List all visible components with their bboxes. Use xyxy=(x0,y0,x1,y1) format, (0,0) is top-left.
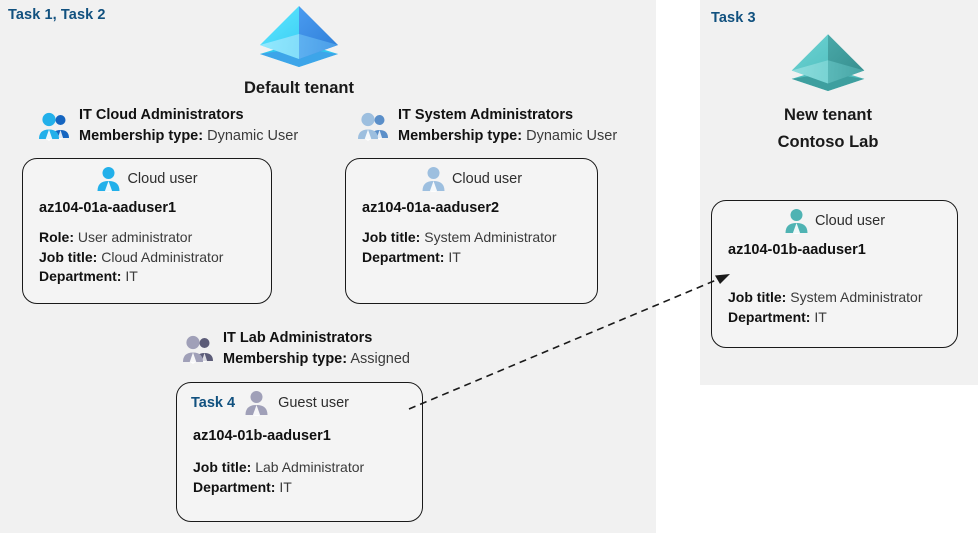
person-icon xyxy=(97,167,120,192)
new-tenant-name-line1: New tenant xyxy=(783,106,872,124)
attr-value: IT xyxy=(279,478,292,495)
group-name: IT Cloud Administrators xyxy=(79,107,244,123)
group-it-system-administrators: IT System Administrators Membership type… xyxy=(357,105,617,146)
user-card-az104-01b-aaduser1-guest: Task 4 Guest user az104-01b-aaduser1 Job… xyxy=(176,382,423,522)
card-attributes: Job title: Lab Administrator Department:… xyxy=(177,458,422,497)
group-membership-value: Assigned xyxy=(350,350,410,367)
group-membership-type: Membership type: Assigned xyxy=(223,349,410,370)
attr-label: Job title: xyxy=(193,459,252,475)
group-it-lab-administrators: IT Lab Administrators Membership type: A… xyxy=(182,328,410,369)
default-tenant-name: Default tenant xyxy=(243,79,354,97)
group-membership-label: Membership type: xyxy=(223,350,348,367)
group-membership-type: Membership type: Dynamic User xyxy=(79,126,298,147)
azure-tenant-icon xyxy=(260,6,338,67)
card-attr-job-title: Job title: Lab Administrator xyxy=(193,458,422,478)
new-tenant-name-line2: Contoso Lab xyxy=(777,133,879,151)
attr-label: Department: xyxy=(39,268,122,284)
attr-value: System Administrator xyxy=(790,289,923,305)
card-attr-department: Department: IT xyxy=(193,478,422,498)
group-users-icon xyxy=(39,112,69,141)
attr-label: Department: xyxy=(728,308,811,325)
group-membership-label: Membership type: xyxy=(79,127,204,144)
card-header: Task 4 Guest user xyxy=(177,390,422,416)
task-label-3: Task 3 xyxy=(711,10,756,26)
card-attr-role: Role: User administrator xyxy=(39,228,271,248)
card-attributes: Role: User administrator Job title: Clou… xyxy=(23,228,271,287)
attr-label: Department: xyxy=(362,248,445,265)
card-attributes: Job title: System Administrator Departme… xyxy=(346,228,597,267)
attr-value: IT xyxy=(448,248,461,265)
user-card-az104-01a-aaduser2: Cloud user az104-01a-aaduser2 Job title:… xyxy=(345,158,598,304)
group-name: IT System Administrators xyxy=(398,107,574,123)
card-header: Cloud user xyxy=(346,166,597,192)
card-attr-department: Department: IT xyxy=(728,308,957,328)
card-attr-job-title: Job title: System Administrator xyxy=(362,228,597,248)
new-tenant-block: New tenant Contoso Lab xyxy=(735,30,921,152)
group-membership-type: Membership type: Dynamic User xyxy=(398,126,617,147)
person-icon xyxy=(422,167,445,192)
card-attr-department: Department: IT xyxy=(362,248,597,268)
card-attr-job-title: Job title: System Administrator xyxy=(728,288,957,308)
group-it-cloud-administrators: IT Cloud Administrators Membership type:… xyxy=(38,105,298,146)
user-card-az104-01b-aaduser1-cloud: Cloud user az104-01b-aaduser1 Job title:… xyxy=(711,200,958,348)
card-header: Cloud user xyxy=(23,166,271,192)
card-header: Cloud user xyxy=(712,208,957,234)
group-membership-label: Membership type: xyxy=(398,127,523,144)
attr-label: Job title: xyxy=(728,289,787,305)
card-role-type: Guest user xyxy=(278,395,349,411)
attr-label: Department: xyxy=(193,478,276,495)
user-card-az104-01a-aaduser1: Cloud user az104-01a-aaduser1 Role: User… xyxy=(22,158,272,304)
group-users-icon xyxy=(358,112,388,141)
card-username: az104-01a-aaduser1 xyxy=(39,200,177,216)
attr-value: Cloud Administrator xyxy=(101,248,224,265)
task-label-1-2: Task 1, Task 2 xyxy=(8,7,106,23)
attr-value: Lab Administrator xyxy=(255,459,365,475)
card-role-type: Cloud user xyxy=(814,213,886,229)
attr-label: Role: xyxy=(39,229,74,245)
card-role-type: Cloud user xyxy=(451,171,523,187)
attr-value: IT xyxy=(125,268,138,284)
card-username: az104-01b-aaduser1 xyxy=(728,242,866,258)
attr-value: IT xyxy=(814,308,827,325)
card-attr-job-title: Job title: Cloud Administrator xyxy=(39,248,271,268)
attr-label: Job title: xyxy=(362,229,421,245)
card-username: az104-01b-aaduser1 xyxy=(193,428,331,444)
card-attributes: Job title: System Administrator Departme… xyxy=(712,288,957,327)
group-membership-value: Dynamic User xyxy=(526,127,618,144)
azure-tenant-icon xyxy=(791,34,865,91)
attr-value: User administrator xyxy=(77,229,193,245)
card-username: az104-01a-aaduser2 xyxy=(362,200,500,216)
card-attr-department: Department: IT xyxy=(39,267,271,287)
attr-value: System Administrator xyxy=(424,229,557,245)
card-role-type: Cloud user xyxy=(127,171,198,187)
person-icon xyxy=(785,209,808,234)
person-icon xyxy=(245,391,268,416)
group-users-icon xyxy=(183,335,213,364)
attr-label: Job title: xyxy=(39,248,98,265)
group-name: IT Lab Administrators xyxy=(223,330,373,346)
task-label-4: Task 4 xyxy=(191,395,236,411)
group-membership-value: Dynamic User xyxy=(207,127,299,144)
default-tenant-block: Default tenant xyxy=(196,2,402,98)
